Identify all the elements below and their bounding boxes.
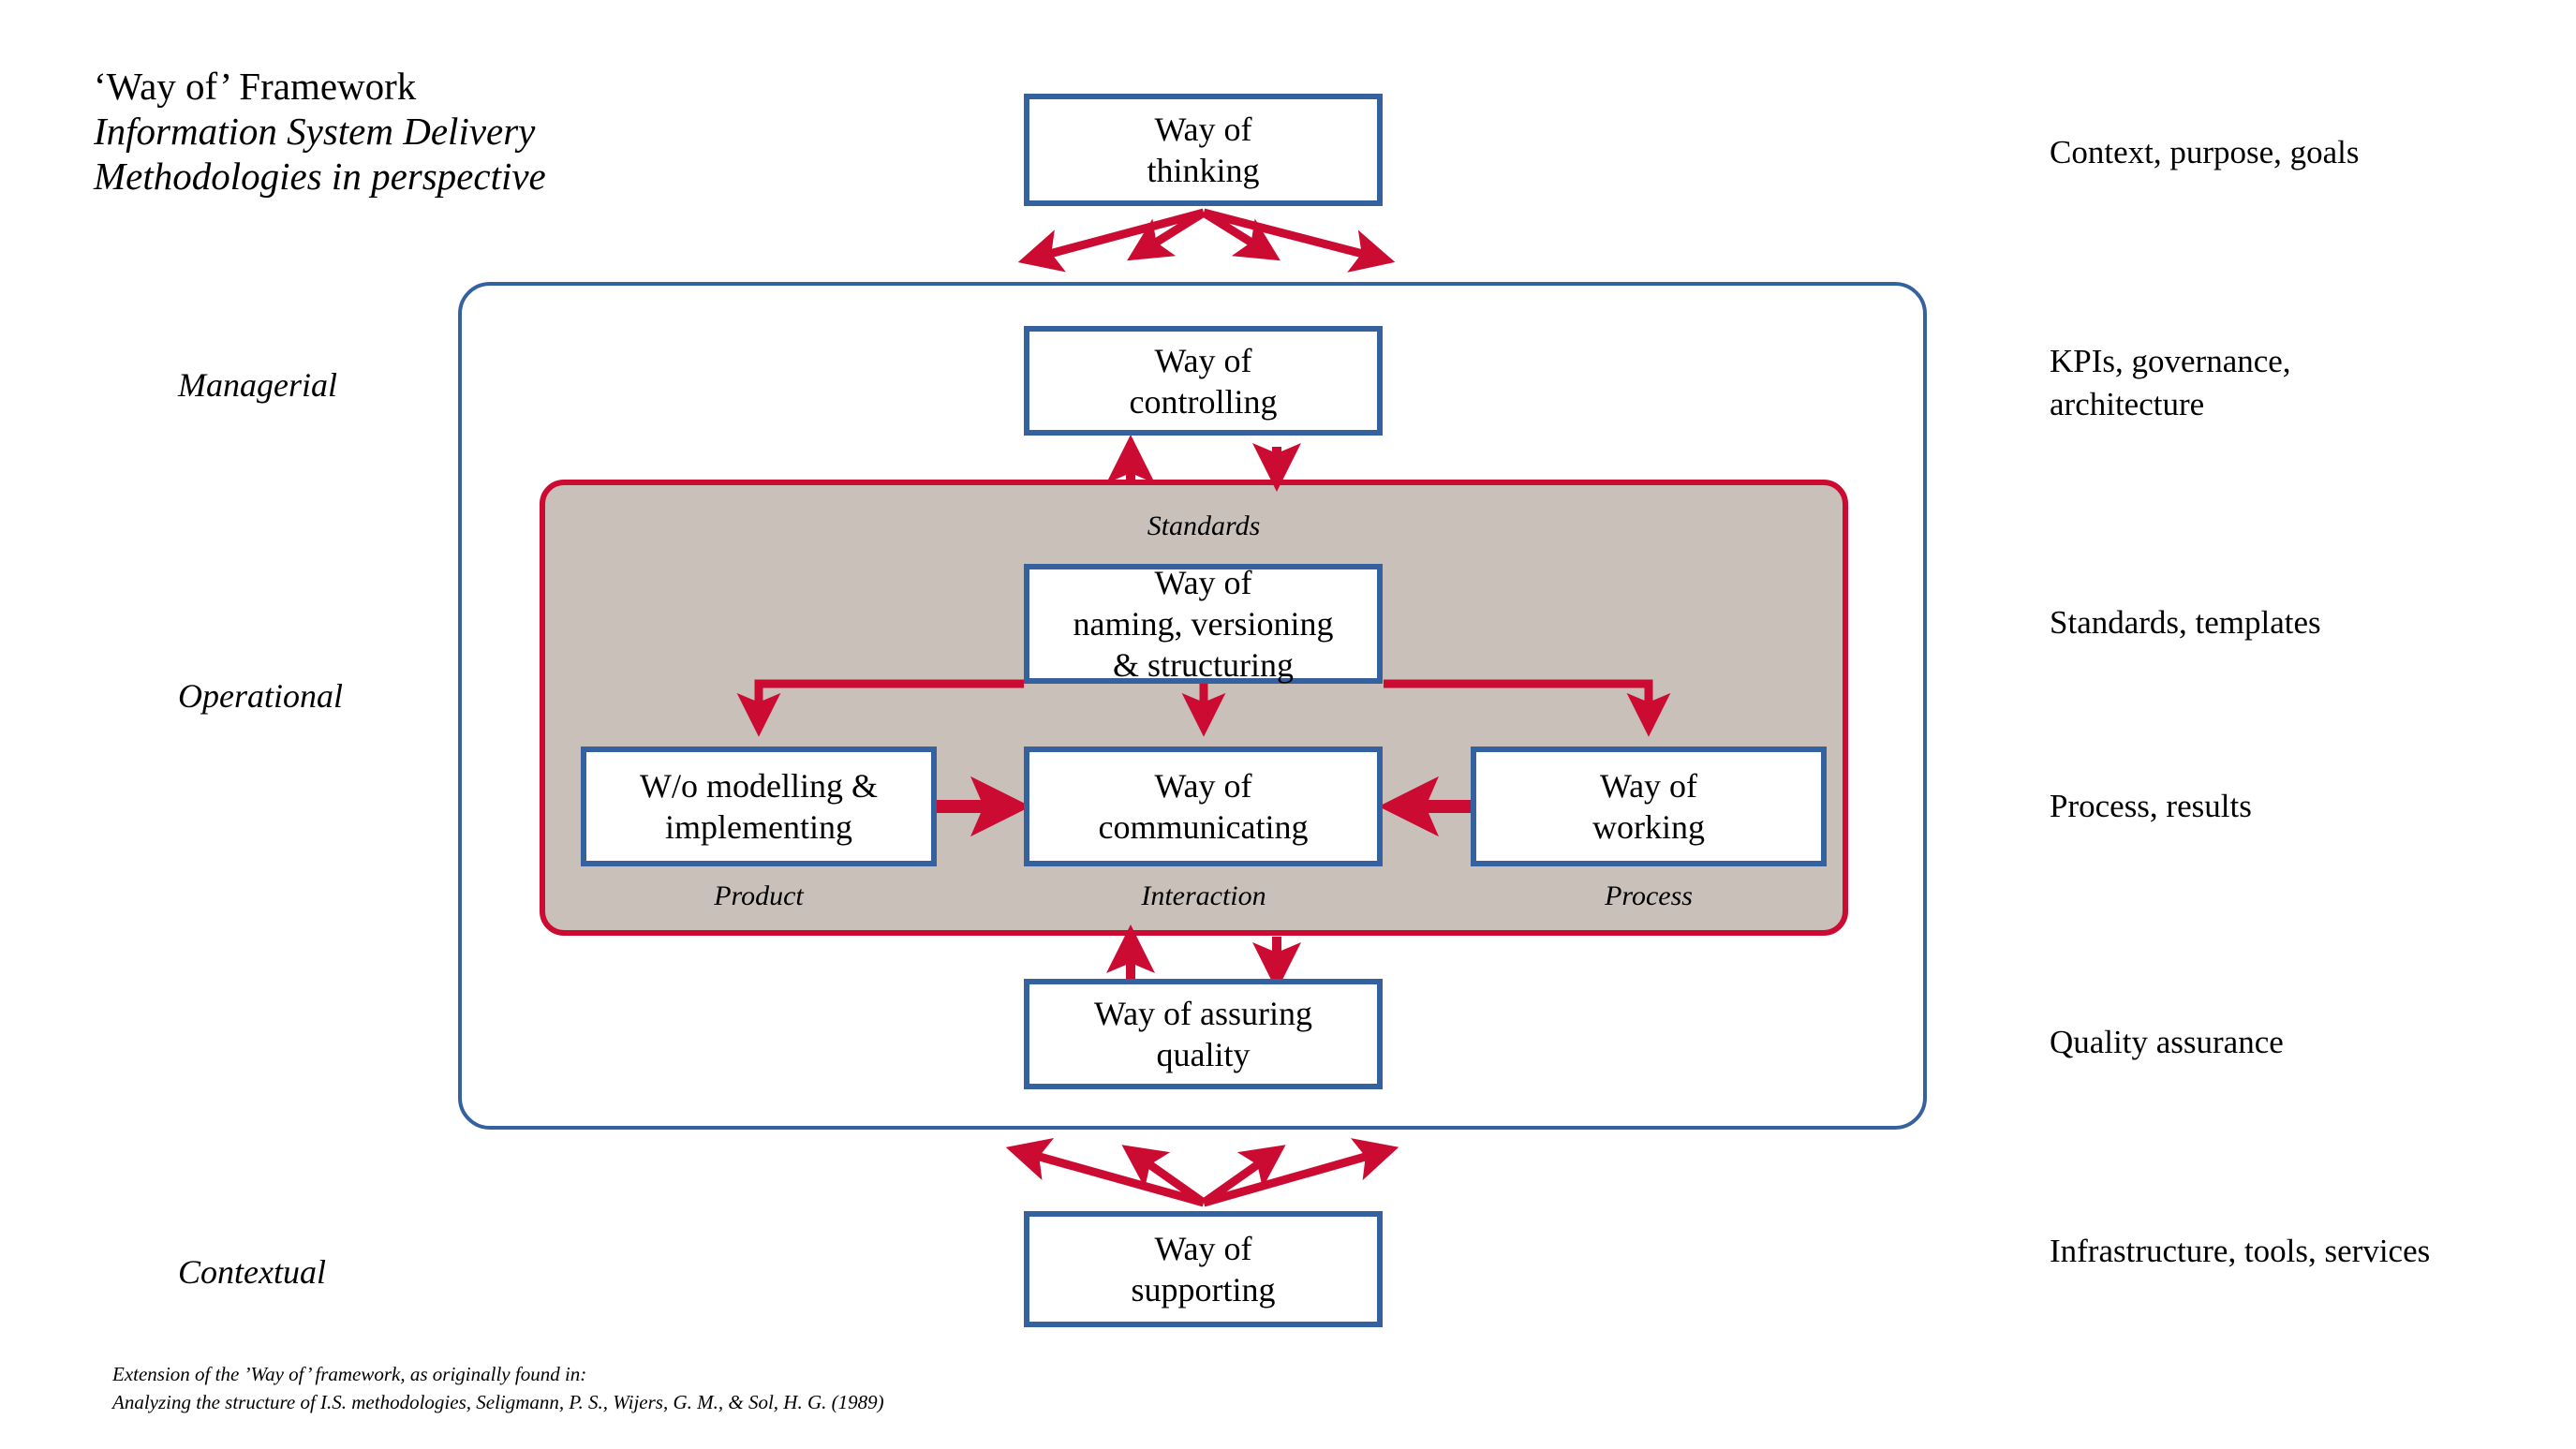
- operational-panel: [540, 480, 1848, 936]
- note-standards-templates: Standards, templates: [2050, 604, 2321, 641]
- node-supporting-line-2: supporting: [1131, 1271, 1276, 1309]
- caption-standards: Standards: [1147, 510, 1261, 541]
- note-context-purpose-goals: Context, purpose, goals: [2050, 134, 2360, 170]
- node-assuring-line-2: quality: [1156, 1036, 1251, 1073]
- caption-product: Product: [714, 880, 804, 911]
- footnote-line-1: Extension of the ’Way of’ framework, as …: [112, 1363, 587, 1385]
- node-controlling-line-2: controlling: [1129, 382, 1278, 421]
- tier-label-contextual: Contextual: [178, 1253, 326, 1291]
- node-way-of-supporting[interactable]: Way of supporting: [1024, 1211, 1383, 1327]
- node-working-line-1: Way of: [1599, 767, 1698, 805]
- node-working-line-2: working: [1592, 808, 1705, 846]
- node-way-of-controlling[interactable]: Way of controlling: [1024, 326, 1383, 436]
- node-naming-line-1: Way of: [1154, 564, 1252, 601]
- node-wo-modelling-implementing[interactable]: W/o modelling & implementing: [581, 747, 937, 866]
- managerial-frame: [458, 282, 1927, 1130]
- node-modelling-line-1: W/o modelling &: [640, 767, 878, 805]
- title-line-1: ‘Way of’ Framework: [94, 65, 417, 108]
- page-title: ‘Way of’ Framework Information System De…: [94, 64, 937, 199]
- title-line-3: Methodologies in perspective: [94, 155, 546, 198]
- node-communicating-line-2: communicating: [1098, 808, 1309, 846]
- thinking-fan-arrows: [1017, 208, 1396, 273]
- node-communicating-line-1: Way of: [1154, 767, 1252, 805]
- node-naming-line-2: naming, versioning: [1073, 605, 1334, 643]
- node-way-of-thinking[interactable]: Way of thinking: [1024, 94, 1383, 206]
- note-kpis-governance-architecture: KPIs, governance, architecture: [2050, 343, 2291, 422]
- node-thinking-line-1: Way of: [1154, 111, 1252, 148]
- node-controlling-line-1: Way of: [1154, 341, 1252, 379]
- note-process-results: Process, results: [2050, 788, 2252, 824]
- node-way-of-naming-versioning-structuring[interactable]: Way of naming, versioning & structuring: [1024, 564, 1383, 684]
- node-supporting-line-1: Way of: [1154, 1230, 1252, 1267]
- title-line-2: Information System Delivery: [94, 110, 536, 153]
- node-way-of-assuring-quality[interactable]: Way of assuring quality: [1024, 979, 1383, 1089]
- caption-interaction: Interaction: [1141, 880, 1266, 911]
- tier-label-managerial: Managerial: [178, 366, 337, 404]
- node-way-of-communicating[interactable]: Way of communicating: [1024, 747, 1383, 866]
- footnote-line-2: Analyzing the structure of I.S. methodol…: [112, 1391, 884, 1413]
- source-footnote: Extension of the ’Way of’ framework, as …: [112, 1360, 1424, 1416]
- note-infrastructure-tools-services: Infrastructure, tools, services: [2050, 1233, 2431, 1269]
- node-way-of-working[interactable]: Way of working: [1471, 747, 1827, 866]
- node-naming-line-3: & structuring: [1113, 646, 1294, 684]
- node-modelling-line-2: implementing: [665, 808, 852, 846]
- node-assuring-line-1: Way of assuring: [1093, 995, 1313, 1032]
- supporting-fan-arrows: [1005, 1137, 1399, 1207]
- caption-process: Process: [1605, 880, 1693, 911]
- note-quality-assurance: Quality assurance: [2050, 1024, 2284, 1060]
- tier-label-operational: Operational: [178, 677, 343, 715]
- node-thinking-line-2: thinking: [1147, 152, 1260, 189]
